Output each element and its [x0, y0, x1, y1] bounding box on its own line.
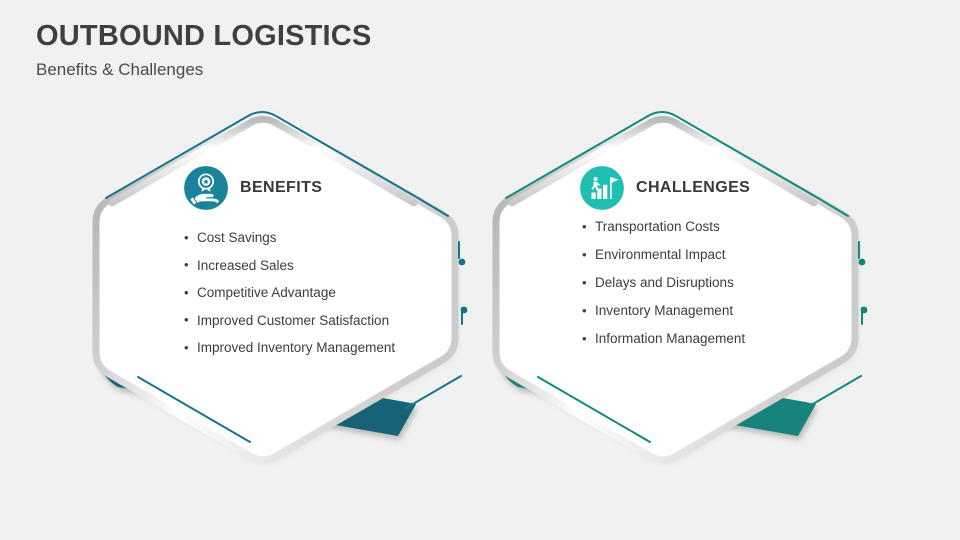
challenges-panel-content: CHALLENGES Transportation Costs Environm…	[476, 112, 876, 462]
benefits-list: Cost Savings Increased Sales Competitive…	[184, 229, 434, 367]
challenges-vertex-dot-lower	[860, 306, 868, 314]
benefits-vertex-dot-upper	[458, 258, 466, 266]
list-item[interactable]: Improved Inventory Management	[184, 339, 434, 356]
challenges-hexagon-panel[interactable]: CHALLENGES Transportation Costs Environm…	[476, 110, 876, 464]
page-title: OUTBOUND LOGISTICS	[36, 20, 372, 52]
benefits-bevel-top-highlight	[108, 115, 418, 207]
challenges-header: CHALLENGES	[580, 166, 750, 210]
benefits-hexagon-panel[interactable]: BENEFITS Cost Savings Increased Sales Co…	[76, 110, 476, 464]
person-climbing-bar-chart-to-flag-icon	[580, 166, 624, 210]
list-item[interactable]: Transportation Costs	[582, 218, 842, 235]
challenges-outline-bottom-right	[805, 375, 862, 409]
list-item[interactable]: Information Management	[582, 330, 842, 347]
benefits-vertex-dot-lower	[460, 306, 468, 314]
benefits-outline-top	[105, 111, 419, 199]
list-item[interactable]: Cost Savings	[184, 229, 434, 246]
challenges-list: Transportation Costs Environmental Impac…	[582, 218, 842, 358]
benefits-outline-top-right	[417, 197, 449, 217]
page-subtitle: Benefits & Challenges	[36, 60, 204, 79]
benefits-title: BENEFITS	[240, 179, 323, 196]
benefits-outline-bottom-left	[137, 376, 251, 443]
challenges-title: CHALLENGES	[636, 179, 751, 196]
hand-holding-award-icon	[184, 166, 228, 210]
challenges-bevel-top-highlight	[508, 115, 818, 207]
benefits-outline-bottom-right	[405, 375, 462, 409]
benefits-bevel-outline	[92, 110, 459, 464]
challenges-outline-top	[505, 111, 819, 199]
list-item[interactable]: Improved Customer Satisfaction	[184, 311, 434, 329]
challenges-vertex-dot-upper	[858, 258, 866, 266]
benefits-panel-content: BENEFITS Cost Savings Increased Sales Co…	[76, 112, 476, 462]
benefits-header: BENEFITS	[184, 166, 322, 210]
list-item[interactable]: Delays and Disruptions	[582, 274, 842, 291]
list-item[interactable]: Increased Sales	[184, 256, 434, 274]
challenges-outline-bottom-left	[537, 376, 651, 443]
list-item[interactable]: Environmental Impact	[582, 246, 842, 263]
challenges-outline-top-right	[817, 197, 849, 217]
list-item[interactable]: Inventory Management	[582, 302, 842, 319]
challenges-bevel-outline	[492, 110, 859, 464]
list-item[interactable]: Competitive Advantage	[184, 284, 434, 301]
slide-header: OUTBOUND LOGISTICS Benefits & Challenges	[36, 18, 636, 82]
